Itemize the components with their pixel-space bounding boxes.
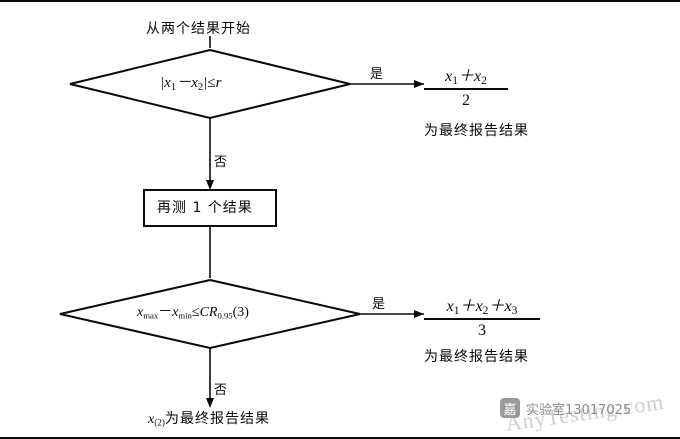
flowchart-title: 从两个结果开始	[146, 21, 251, 37]
process-box-label: 再测 1 个结果	[157, 200, 253, 216]
page-bottom-rule	[0, 437, 680, 439]
decision-1-yes-label: 是	[370, 67, 384, 82]
result-2-fraction: x1＋x2＋x3 3	[424, 292, 540, 340]
result-1-numerator: x1＋x2	[445, 68, 487, 88]
watermark-account-text: 实验室13017025	[526, 402, 632, 418]
result-2-fraction-bar	[424, 318, 540, 320]
decision-2-yes-label: 是	[372, 297, 386, 312]
decision-1-expression: |x1－x2|	[160, 75, 208, 94]
result-1-fraction: x1＋x2 2	[424, 62, 508, 110]
result-1-caption: 为最终报告结果	[424, 123, 529, 139]
watermark-account: 嘉 实验室13017025	[500, 398, 631, 418]
decision-2-label: xmax－xmin≤CR0.95(3)	[137, 305, 249, 321]
result-1-denominator: 2	[462, 91, 470, 109]
final-bottom-symbol: x(2)	[148, 412, 165, 428]
result-2-caption: 为最终报告结果	[424, 349, 529, 365]
watermark-account-icon: 嘉	[500, 398, 520, 418]
final-bottom-caption: 为最终报告结果	[165, 411, 270, 427]
final-bottom-label: x(2)为最终报告结果	[148, 412, 270, 428]
decision-1-label: |x1－x2|≤r	[160, 75, 222, 94]
process-box-shape	[143, 189, 277, 227]
result-2-numerator: x1＋x2＋x3	[446, 298, 518, 318]
page-top-rule	[0, 0, 680, 2]
result-2-denominator: 3	[478, 321, 486, 339]
decision-1-no-label: 否	[214, 155, 228, 170]
result-1-fraction-bar	[424, 88, 508, 90]
decision-2-no-label: 否	[214, 383, 228, 398]
